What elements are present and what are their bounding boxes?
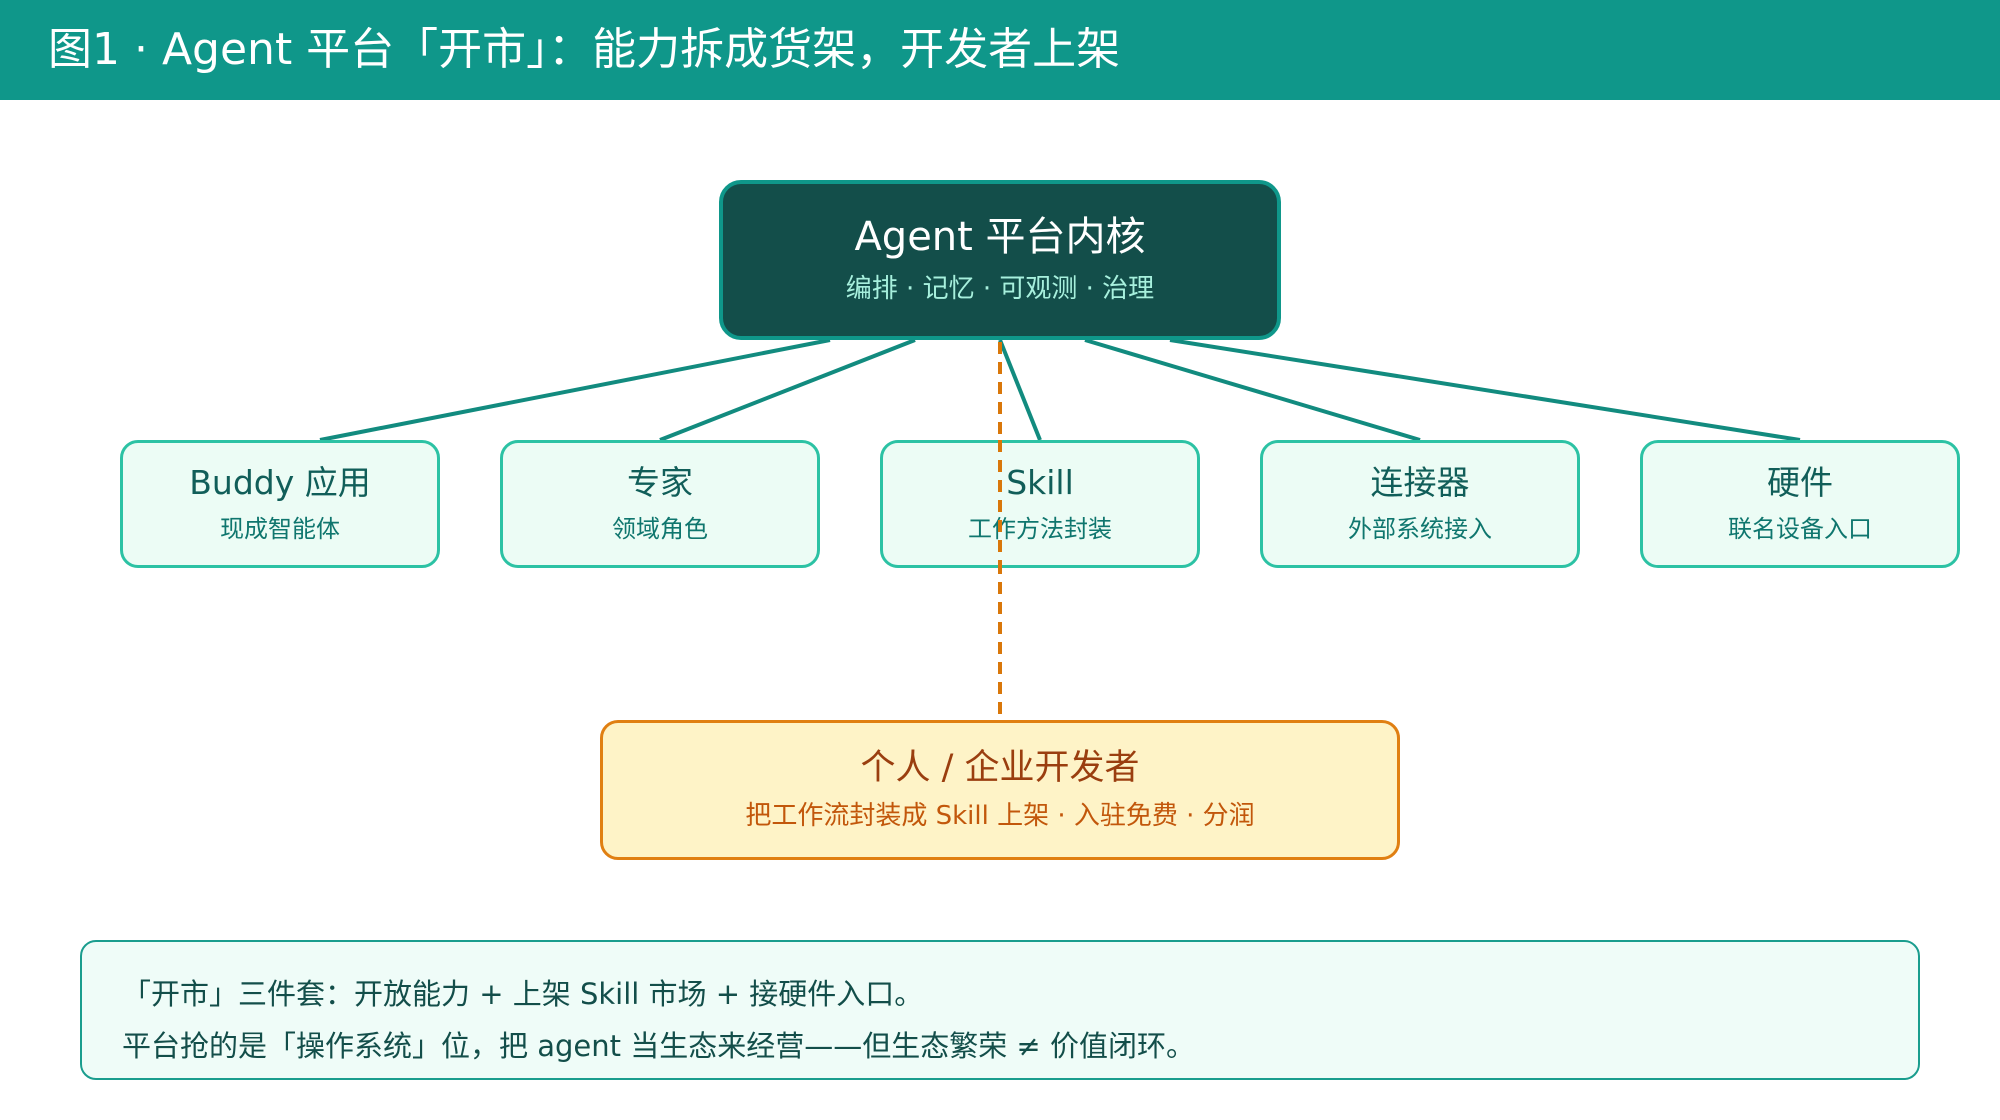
- capability-title: Buddy 应用: [189, 463, 371, 502]
- connector-core-skill: [998, 339, 1042, 441]
- capability-subtitle: 现成智能体: [220, 515, 340, 543]
- core-title: Agent 平台内核: [854, 214, 1146, 260]
- capability-subtitle: 联名设备入口: [1728, 515, 1872, 543]
- connector-core-connector: [1084, 338, 1421, 442]
- note-line-2: 平台抢的是「操作系统」位，把 agent 当生态来经营——但生态繁荣 ≠ 价值闭…: [122, 1029, 1195, 1063]
- capability-expert: 专家 领域角色: [500, 440, 820, 568]
- capability-subtitle: 工作方法封装: [968, 515, 1112, 543]
- capability-title: Skill: [1006, 463, 1074, 502]
- developer-node: 个人 / 企业开发者 把工作流封装成 Skill 上架 · 入驻免费 · 分润: [600, 720, 1400, 860]
- connector-core-buddy: [319, 338, 831, 442]
- capability-connector: 连接器 外部系统接入: [1260, 440, 1580, 568]
- core-node: Agent 平台内核 编排 · 记忆 · 可观测 · 治理: [719, 180, 1281, 340]
- capability-title: 专家: [627, 463, 693, 502]
- connector-core-hardware: [1169, 338, 1801, 442]
- capability-subtitle: 外部系统接入: [1348, 515, 1492, 543]
- developer-title: 个人 / 企业开发者: [860, 748, 1140, 788]
- capability-hardware: 硬件 联名设备入口: [1640, 440, 1960, 568]
- developer-subtitle: 把工作流封装成 Skill 上架 · 入驻免费 · 分润: [745, 801, 1255, 831]
- capability-buddy: Buddy 应用 现成智能体: [120, 440, 440, 568]
- capability-title: 连接器: [1370, 463, 1470, 502]
- connector-core-expert: [659, 338, 916, 442]
- note-line-1: 「开市」三件套：开放能力 + 上架 Skill 市场 + 接硬件入口。: [122, 977, 924, 1011]
- capability-title: 硬件: [1767, 463, 1833, 502]
- page-title: 图1 · Agent 平台「开市」：能力拆成货架，开发者上架: [48, 24, 1121, 75]
- capability-subtitle: 领域角色: [612, 515, 708, 543]
- summary-note: 「开市」三件套：开放能力 + 上架 Skill 市场 + 接硬件入口。 平台抢的…: [80, 940, 1920, 1080]
- capability-skill: Skill 工作方法封装: [880, 440, 1200, 568]
- core-subtitle: 编排 · 记忆 · 可观测 · 治理: [845, 274, 1155, 304]
- title-bar: 图1 · Agent 平台「开市」：能力拆成货架，开发者上架: [0, 0, 2000, 100]
